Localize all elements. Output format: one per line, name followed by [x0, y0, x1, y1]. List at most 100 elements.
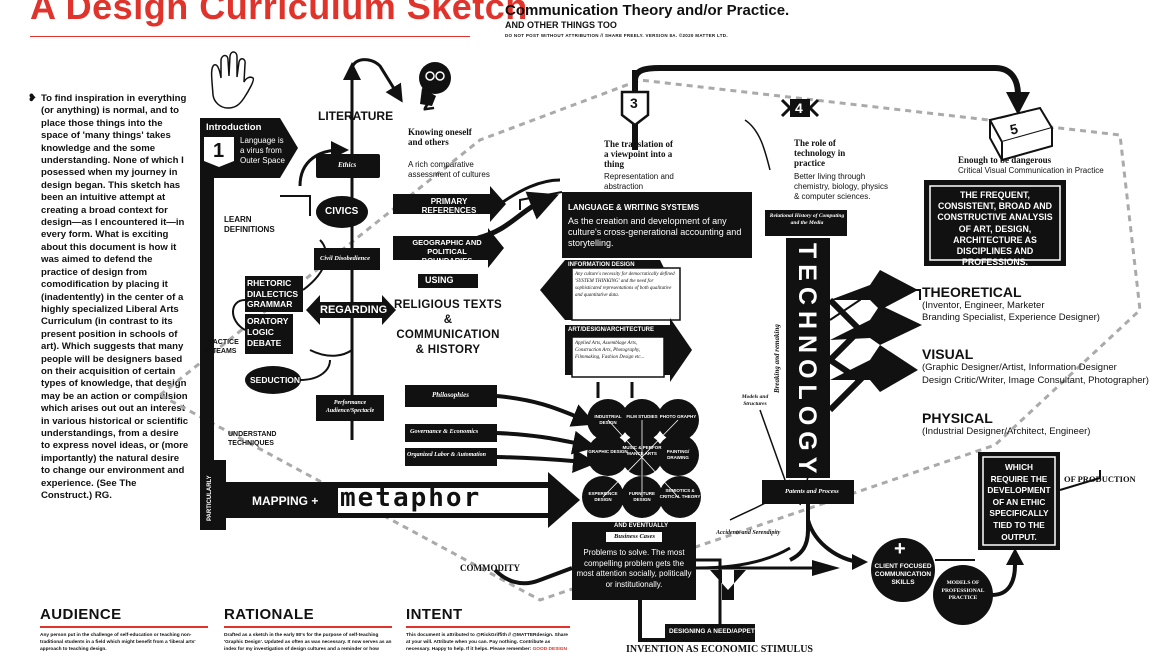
civics-label: CIVICS — [325, 206, 359, 217]
intro-text-block: ❥ To find inspiration in everything (or … — [28, 93, 190, 502]
civics-node — [316, 196, 368, 228]
critical-analysis-text: THE FREQUENT, CONSISTENT, BROAD AND CONS… — [937, 190, 1053, 268]
stage-4-title: The role of technology in practice — [794, 138, 846, 168]
relational-box — [765, 210, 847, 236]
patents-box — [762, 480, 854, 504]
circle-painting-drawing: PAINTING/ DRAWING — [666, 449, 690, 460]
stage-1-title: Introduction — [206, 122, 262, 133]
primary-references-arrow — [393, 186, 506, 222]
circle-experience-design: EXPERIENCE DESIGN — [588, 491, 618, 502]
literature-label: LITERATURE — [318, 109, 394, 123]
geographic-arrow — [393, 228, 504, 268]
stage-3-text: Representation and abstraction — [604, 172, 674, 191]
visual-heading: VISUAL — [922, 346, 974, 362]
patents-process-label: Patents and Process — [785, 488, 839, 495]
rhetoric-box — [245, 276, 303, 312]
understand-techniques-label: UNDERSTAND TECHNIQUES — [228, 431, 277, 447]
plus-icon: + — [894, 538, 906, 560]
philosophies-box — [405, 385, 497, 407]
art-design-title: ART/DESIGN/ARCHITECTURE — [568, 327, 655, 333]
intent-rule — [406, 626, 570, 628]
discipline-circles — [582, 399, 701, 518]
stage-2-title: Knowing oneself and others — [408, 127, 472, 147]
business-cases-band — [606, 532, 662, 542]
info-design-title: INFORMATION DESIGN — [568, 262, 635, 268]
designing-need-label: DESIGNING A NEED/APPETITE — [669, 628, 765, 635]
technology-column — [786, 238, 830, 478]
circle-industrial-design: INDUSTRIAL DESIGN — [594, 414, 622, 425]
stage-2-text: A rich comparative assessment of culture… — [408, 160, 490, 179]
theoretical-line1: (Inventor, Engineer, Marketer — [922, 300, 1045, 311]
learn-definitions-label: LEARN DEFINITIONS — [224, 215, 275, 234]
stage-4-text: Better living through chemistry, biology… — [794, 172, 888, 201]
oratory-box — [245, 314, 293, 354]
metaphor-band — [338, 488, 548, 513]
using-box — [418, 274, 478, 288]
audience-text: Any person put in the challenge of self-… — [40, 633, 196, 652]
stage-3-marker — [620, 90, 650, 127]
governance-box — [405, 424, 497, 442]
stage-5-title: Enough to be dangerous — [958, 155, 1052, 165]
designing-box — [665, 624, 755, 640]
seduction-node — [245, 366, 301, 394]
stage-1-number: 1 — [213, 140, 225, 162]
oratory-label: ORATORY LOGIC DEBATE — [247, 316, 289, 348]
intro-paragraph: To find inspiration in everything (or an… — [41, 93, 189, 501]
page-title: A Design Curriculum Sketch — [30, 0, 528, 27]
stage-1-shield — [204, 137, 234, 167]
page-subtitle: Communication Theory and/or Practice. — [505, 2, 790, 19]
stage-1-text: Language is a virus from Outer Space — [240, 136, 285, 165]
regarding-label: REGARDING — [320, 304, 388, 316]
using-label: USING — [425, 275, 454, 285]
critical-analysis-box — [924, 180, 1066, 266]
civil-disobedience-label: Civil Disobedience — [320, 255, 371, 262]
circle-music-performance: MUSIC & PERFOR MANCE ARTS — [622, 445, 662, 456]
profession-arrows — [825, 270, 922, 413]
models-circle — [933, 565, 993, 625]
circle-furniture-design: FURNITURE DESIGN — [629, 491, 655, 502]
commodity-label: COMMODITY — [460, 563, 520, 573]
info-design-text: Any culture's necessity for democratical… — [575, 272, 675, 298]
accidents-label: Accidents and Serendipity — [716, 530, 781, 536]
visual-line1: (Graphic Designer/Artist, Information De… — [922, 362, 1117, 373]
art-design-text: Applied Arts, Assemblage Arts, Construct… — [575, 341, 645, 360]
theoretical-heading: THEORETICAL — [922, 284, 1022, 300]
metaphor-label: metaphor — [340, 483, 482, 513]
ethic-text: WHICH REQUIRE THE DEVELOPMENT OF AN ETHI… — [987, 462, 1051, 542]
audience-rule — [40, 626, 208, 628]
rationale-rule — [224, 626, 392, 628]
religious-texts-label: RELIGIOUS TEXTS & COMMUNICATION & HISTOR… — [393, 299, 502, 356]
intent-text: This document is attributed to @RickGrif… — [406, 633, 568, 652]
geographic-label: GEOGRAPHIC AND POLITICAL BOUNDARIES — [412, 238, 482, 265]
stage-4-number: 4 — [795, 100, 803, 116]
models-practice-label: MODELS OF PROFESSIONAL PRACTICE — [941, 580, 985, 601]
circle-photography: PHOTO GRAPHY — [659, 414, 697, 419]
performance-label: Performance Audience/Spectacle — [325, 400, 375, 414]
relational-history-label: Relational History of Computing and the … — [769, 213, 845, 226]
mapping-label: MAPPING + — [252, 494, 319, 508]
circle-semiotics: SEMIOTICS & CRITICAL THEORY — [659, 488, 701, 499]
physical-heading: PHYSICAL — [922, 410, 993, 426]
breaking-remaking-label: Breaking and remaking — [773, 324, 781, 393]
language-box — [562, 192, 752, 258]
seduction-label: SEDUCTION — [250, 375, 301, 385]
rationale-heading: RATIONALE — [224, 606, 314, 623]
attribution-notice: DO NOT POST WITHOUT ATTRIBUTION // SHARE… — [505, 33, 728, 38]
client-skills-label: CLIENT FOCUSED COMMUNICATION SKILLS — [874, 563, 932, 586]
ethic-box — [978, 452, 1060, 550]
governance-label: Governance & Economics — [410, 428, 479, 435]
business-cases-label: Business Cases — [614, 533, 655, 540]
ethics-box — [316, 154, 380, 178]
organized-labor-box — [405, 448, 497, 466]
philosophies-label: Philosophies — [432, 391, 469, 399]
circle-film-studies: FILM STUDIES — [626, 414, 658, 419]
box-icon — [988, 106, 1054, 162]
and-eventually-label: AND EVENTUALLY — [614, 523, 669, 529]
practice-in-teams-label: PRACTICE IN TEAMS — [203, 339, 239, 355]
visual-line2: Design Critic/Writer, Image Consultant, … — [922, 375, 1149, 386]
head-icon — [419, 62, 451, 106]
invention-label: INVENTION AS ECONOMIC STIMULUS — [626, 644, 813, 655]
civil-disobedience-box — [314, 248, 380, 270]
bullet-icon: ❥ — [28, 93, 37, 104]
organized-labor-label: Organized Labor & Automation — [407, 452, 486, 458]
